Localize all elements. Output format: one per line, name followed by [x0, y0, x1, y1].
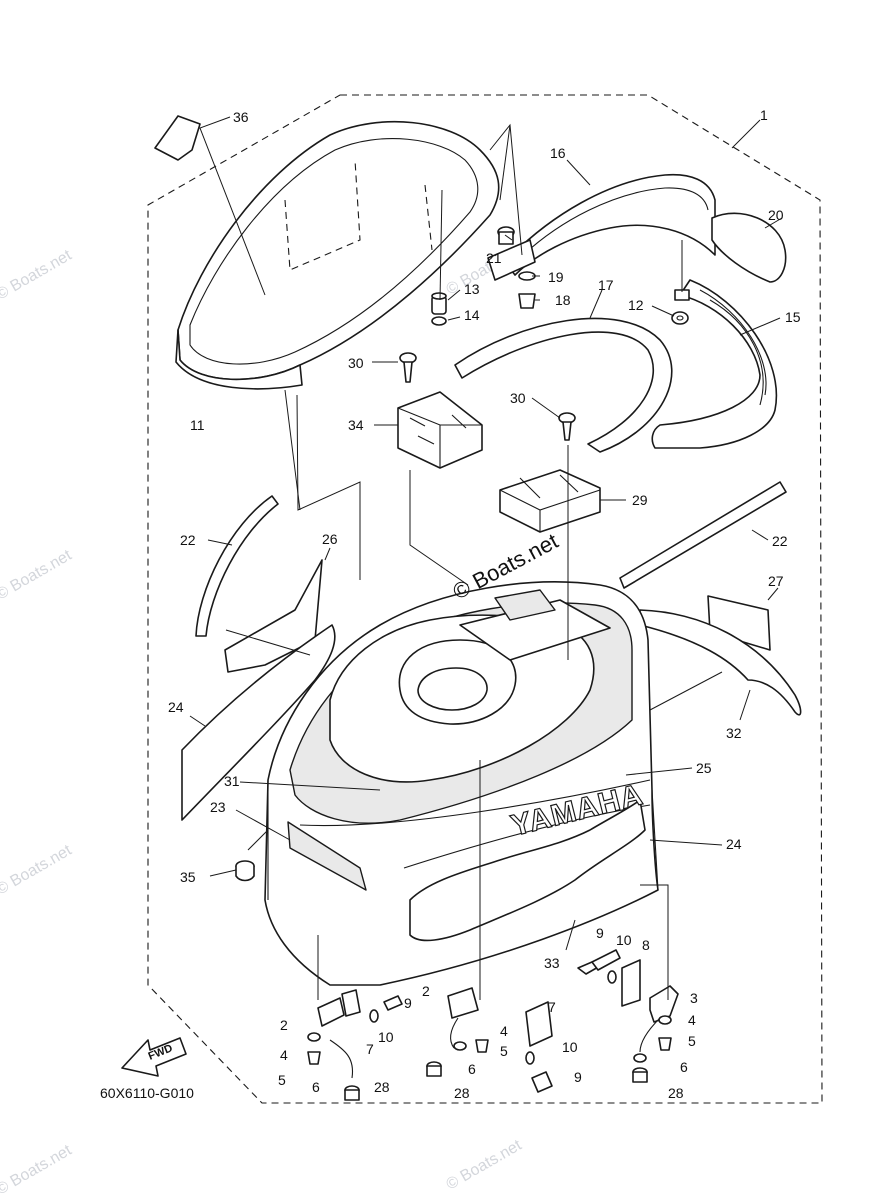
screw-30a — [399, 352, 417, 383]
sticker-36 — [154, 115, 201, 161]
callout-16: 16 — [550, 145, 566, 161]
callout-5-right: 5 — [688, 1033, 696, 1049]
bolt-21 — [497, 226, 515, 245]
callout-10-left: 10 — [378, 1029, 394, 1045]
leader-lines — [189, 116, 783, 951]
callout-31: 31 — [224, 773, 240, 789]
grommet-18 — [518, 293, 536, 309]
top-cowling — [175, 120, 500, 390]
callout-9-left: 9 — [404, 995, 412, 1011]
callout-22-right: 22 — [772, 533, 788, 549]
sticker-20 — [711, 212, 787, 283]
seal-strip-22-right — [619, 481, 787, 589]
callout-1: 1 — [760, 107, 768, 123]
callout-6-center: 6 — [468, 1061, 476, 1077]
callout-4-right: 4 — [688, 1012, 696, 1028]
watermark: © Boats.net — [0, 842, 75, 899]
callout-24-right: 24 — [726, 836, 742, 852]
callout-22-left: 22 — [180, 532, 196, 548]
washer-10-right — [607, 970, 617, 984]
latch-3 — [649, 985, 679, 1023]
callout-27: 27 — [768, 573, 784, 589]
callout-20: 20 — [768, 207, 784, 223]
callout-33: 33 — [544, 955, 560, 971]
callout-6-left: 6 — [312, 1079, 320, 1095]
bracket-34 — [397, 391, 483, 469]
callout-11: 11 — [190, 417, 205, 433]
callout-17: 17 — [598, 277, 614, 293]
callout-34: 34 — [348, 417, 364, 433]
callout-8: 8 — [642, 937, 650, 953]
latch-assembly-left — [307, 989, 403, 1101]
callout-4-left: 4 — [280, 1047, 288, 1063]
callout-32: 32 — [726, 725, 742, 741]
watermark: © Boats.net — [444, 1137, 526, 1194]
bracket-29 — [499, 469, 601, 533]
callout-30-top: 30 — [348, 355, 364, 371]
callout-29: 29 — [632, 492, 648, 508]
callout-5-center: 5 — [500, 1043, 508, 1059]
sticker-32 — [639, 609, 802, 716]
callout-25: 25 — [696, 760, 712, 776]
graphic-33 — [409, 799, 646, 942]
callout-12: 12 — [628, 297, 644, 313]
callout-5-left: 5 — [278, 1072, 286, 1088]
sticker-24-left — [181, 624, 336, 821]
callouts: 1 36 16 20 21 19 18 17 13 14 12 15 30 30… — [168, 107, 801, 1101]
callout-14: 14 — [464, 307, 480, 323]
callout-24-left: 24 — [168, 699, 184, 715]
callout-30-lower: 30 — [510, 390, 526, 406]
callout-28-center: 28 — [454, 1085, 470, 1101]
callout-18: 18 — [555, 292, 571, 308]
callout-4-center: 4 — [500, 1023, 508, 1039]
callout-21: 21 — [486, 250, 502, 266]
assembly-boundary — [147, 94, 823, 1104]
callout-28-right: 28 — [668, 1085, 684, 1101]
latch-assembly-right — [632, 1015, 672, 1083]
watermark: © Boats.net — [0, 1142, 75, 1199]
bracket-8 — [621, 959, 641, 1007]
fwd-arrow-icon: FWD — [121, 1037, 187, 1077]
callout-36: 36 — [233, 109, 249, 125]
watermark: © Boats.net — [0, 547, 75, 604]
callout-23: 23 — [210, 799, 226, 815]
callout-3: 3 — [690, 990, 698, 1006]
sticker-27 — [707, 595, 771, 651]
callout-9-right: 9 — [596, 925, 604, 941]
grommet-35 — [235, 860, 255, 882]
seal-17 — [454, 317, 673, 453]
callout-13: 13 — [464, 281, 480, 297]
callout-15: 15 — [785, 309, 801, 325]
callout-19: 19 — [548, 269, 564, 285]
seal-strip-22-left — [195, 495, 279, 637]
callout-26: 26 — [322, 531, 338, 547]
bolt-9-right — [577, 949, 621, 975]
callout-10-center: 10 — [562, 1039, 578, 1055]
callout-10-right: 10 — [616, 932, 632, 948]
callout-6-right: 6 — [680, 1059, 688, 1075]
callout-28-left: 28 — [374, 1079, 390, 1095]
latch-assembly-center — [426, 987, 553, 1093]
diagram-code: 60X6110-G010 — [100, 1085, 194, 1101]
callout-35: 35 — [180, 869, 196, 885]
callout-9-center: 9 — [574, 1069, 582, 1085]
screw-30b — [558, 412, 576, 441]
callout-7-center: 7 — [548, 999, 556, 1015]
bottom-cowling: YAMAHA — [264, 581, 659, 986]
nut-12 — [671, 311, 689, 325]
callout-2-left: 2 — [280, 1017, 288, 1033]
projection-lines — [225, 123, 723, 1000]
callout-7-left: 7 — [366, 1041, 374, 1057]
callout-2-center: 2 — [422, 983, 430, 999]
watermark: © Boats.net — [0, 247, 75, 304]
collar-13 — [431, 292, 447, 326]
handle-16 — [487, 173, 716, 281]
